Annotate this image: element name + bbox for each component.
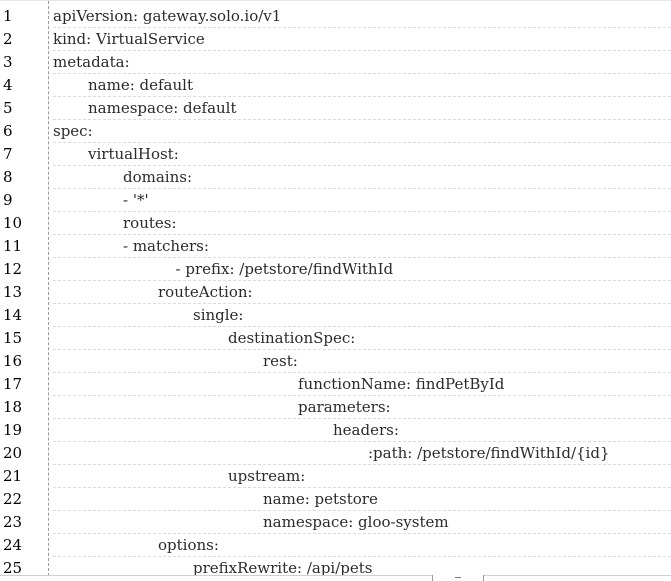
code-line[interactable]: virtualHost: — [53, 143, 671, 166]
line-number: 8 — [3, 168, 13, 186]
line-number: 3 — [3, 53, 13, 71]
line-number: 9 — [3, 191, 13, 209]
code-line-text: rest: — [263, 352, 298, 370]
line-number: 10 — [3, 214, 23, 232]
code-line[interactable]: - '*' — [53, 189, 671, 212]
line-number: 1 — [3, 7, 13, 25]
code-line-text: name: default — [88, 76, 193, 94]
line-number: 4 — [3, 76, 13, 94]
line-number: 23 — [3, 513, 23, 531]
code-line[interactable]: name: petstore — [53, 488, 671, 511]
line-number: 20 — [3, 444, 23, 462]
code-line[interactable]: options: — [53, 534, 671, 557]
code-line-text: headers: — [333, 421, 399, 439]
code-line-text: metadata: — [53, 53, 130, 71]
code-line[interactable]: - matchers: — [53, 235, 671, 258]
code-line[interactable]: namespace: default — [53, 97, 671, 120]
code-line-text: routeAction: — [158, 283, 253, 301]
line-number: 14 — [3, 306, 23, 324]
code-line[interactable]: functionName: findPetById — [53, 373, 671, 396]
code-line[interactable]: routeAction: — [53, 281, 671, 304]
code-line[interactable]: headers: — [53, 419, 671, 442]
line-number: 24 — [3, 536, 23, 554]
code-line-text: options: — [158, 536, 219, 554]
code-line[interactable]: destinationSpec: — [53, 327, 671, 350]
code-line-text: apiVersion: gateway.solo.io/v1 — [53, 7, 282, 25]
code-line[interactable]: rest: — [53, 350, 671, 373]
code-line[interactable]: :path: /petstore/findWithId/{id} — [53, 442, 671, 465]
code-line-text: :path: /petstore/findWithId/{id} — [368, 444, 610, 462]
line-number: 2 — [3, 30, 13, 48]
code-line-text: namespace: default — [88, 99, 237, 117]
line-number: 12 — [3, 260, 23, 278]
code-line[interactable]: single: — [53, 304, 671, 327]
code-line[interactable]: parameters: — [53, 396, 671, 419]
line-number: 19 — [3, 421, 23, 439]
code-line[interactable]: kind: VirtualService — [53, 28, 671, 51]
code-line-text: functionName: findPetById — [298, 375, 505, 393]
line-number: 17 — [3, 375, 23, 393]
code-line-text: parameters: — [298, 398, 391, 416]
line-number: 11 — [3, 237, 23, 255]
code-line-text: routes: — [123, 214, 177, 232]
line-number: 22 — [3, 490, 23, 508]
line-number: 5 — [3, 99, 13, 117]
code-area[interactable]: apiVersion: gateway.solo.io/v1 kind: Virt… — [53, 5, 671, 575]
code-line[interactable]: routes: — [53, 212, 671, 235]
code-line[interactable]: metadata: — [53, 51, 671, 74]
line-number: 21 — [3, 467, 23, 485]
line-number: 15 — [3, 329, 23, 347]
line-number: 13 — [3, 283, 23, 301]
line-number: 7 — [3, 145, 13, 163]
handle-grip-icon — [455, 577, 461, 578]
code-line[interactable]: - prefix: /petstore/findWithId — [53, 258, 671, 281]
code-line-text: namespace: gloo-system — [263, 513, 449, 531]
code-line-text: - prefix: /petstore/findWithId — [175, 260, 394, 278]
code-line-text: prefixRewrite: /api/pets — [193, 559, 373, 575]
line-number: 18 — [3, 398, 23, 416]
code-line-text: destinationSpec: — [228, 329, 356, 347]
code-line[interactable]: upstream: — [53, 465, 671, 488]
code-line-text: name: petstore — [263, 490, 378, 508]
code-line-text: virtualHost: — [88, 145, 179, 163]
line-number: 16 — [3, 352, 23, 370]
line-number: 25 — [3, 559, 23, 575]
code-line-text: - '*' — [123, 191, 149, 209]
code-line[interactable]: namespace: gloo-system — [53, 511, 671, 534]
bottom-scroll-area — [0, 575, 671, 581]
code-line-text: - matchers: — [123, 237, 209, 255]
code-line[interactable]: spec: — [53, 120, 671, 143]
code-line-text: single: — [193, 306, 244, 324]
line-number: 6 — [3, 122, 13, 140]
code-line-text: spec: — [53, 122, 93, 140]
code-line[interactable]: prefixRewrite: /api/pets — [53, 557, 671, 575]
code-line[interactable]: apiVersion: gateway.solo.io/v1 — [53, 5, 671, 28]
code-line-text: kind: VirtualService — [53, 30, 205, 48]
scroll-tab-handle[interactable] — [432, 575, 484, 581]
code-line-text: domains: — [123, 168, 193, 186]
code-line[interactable]: domains: — [53, 166, 671, 189]
code-line-text: upstream: — [228, 467, 306, 485]
gutter-divider — [48, 1, 49, 575]
code-line[interactable]: name: default — [53, 74, 671, 97]
